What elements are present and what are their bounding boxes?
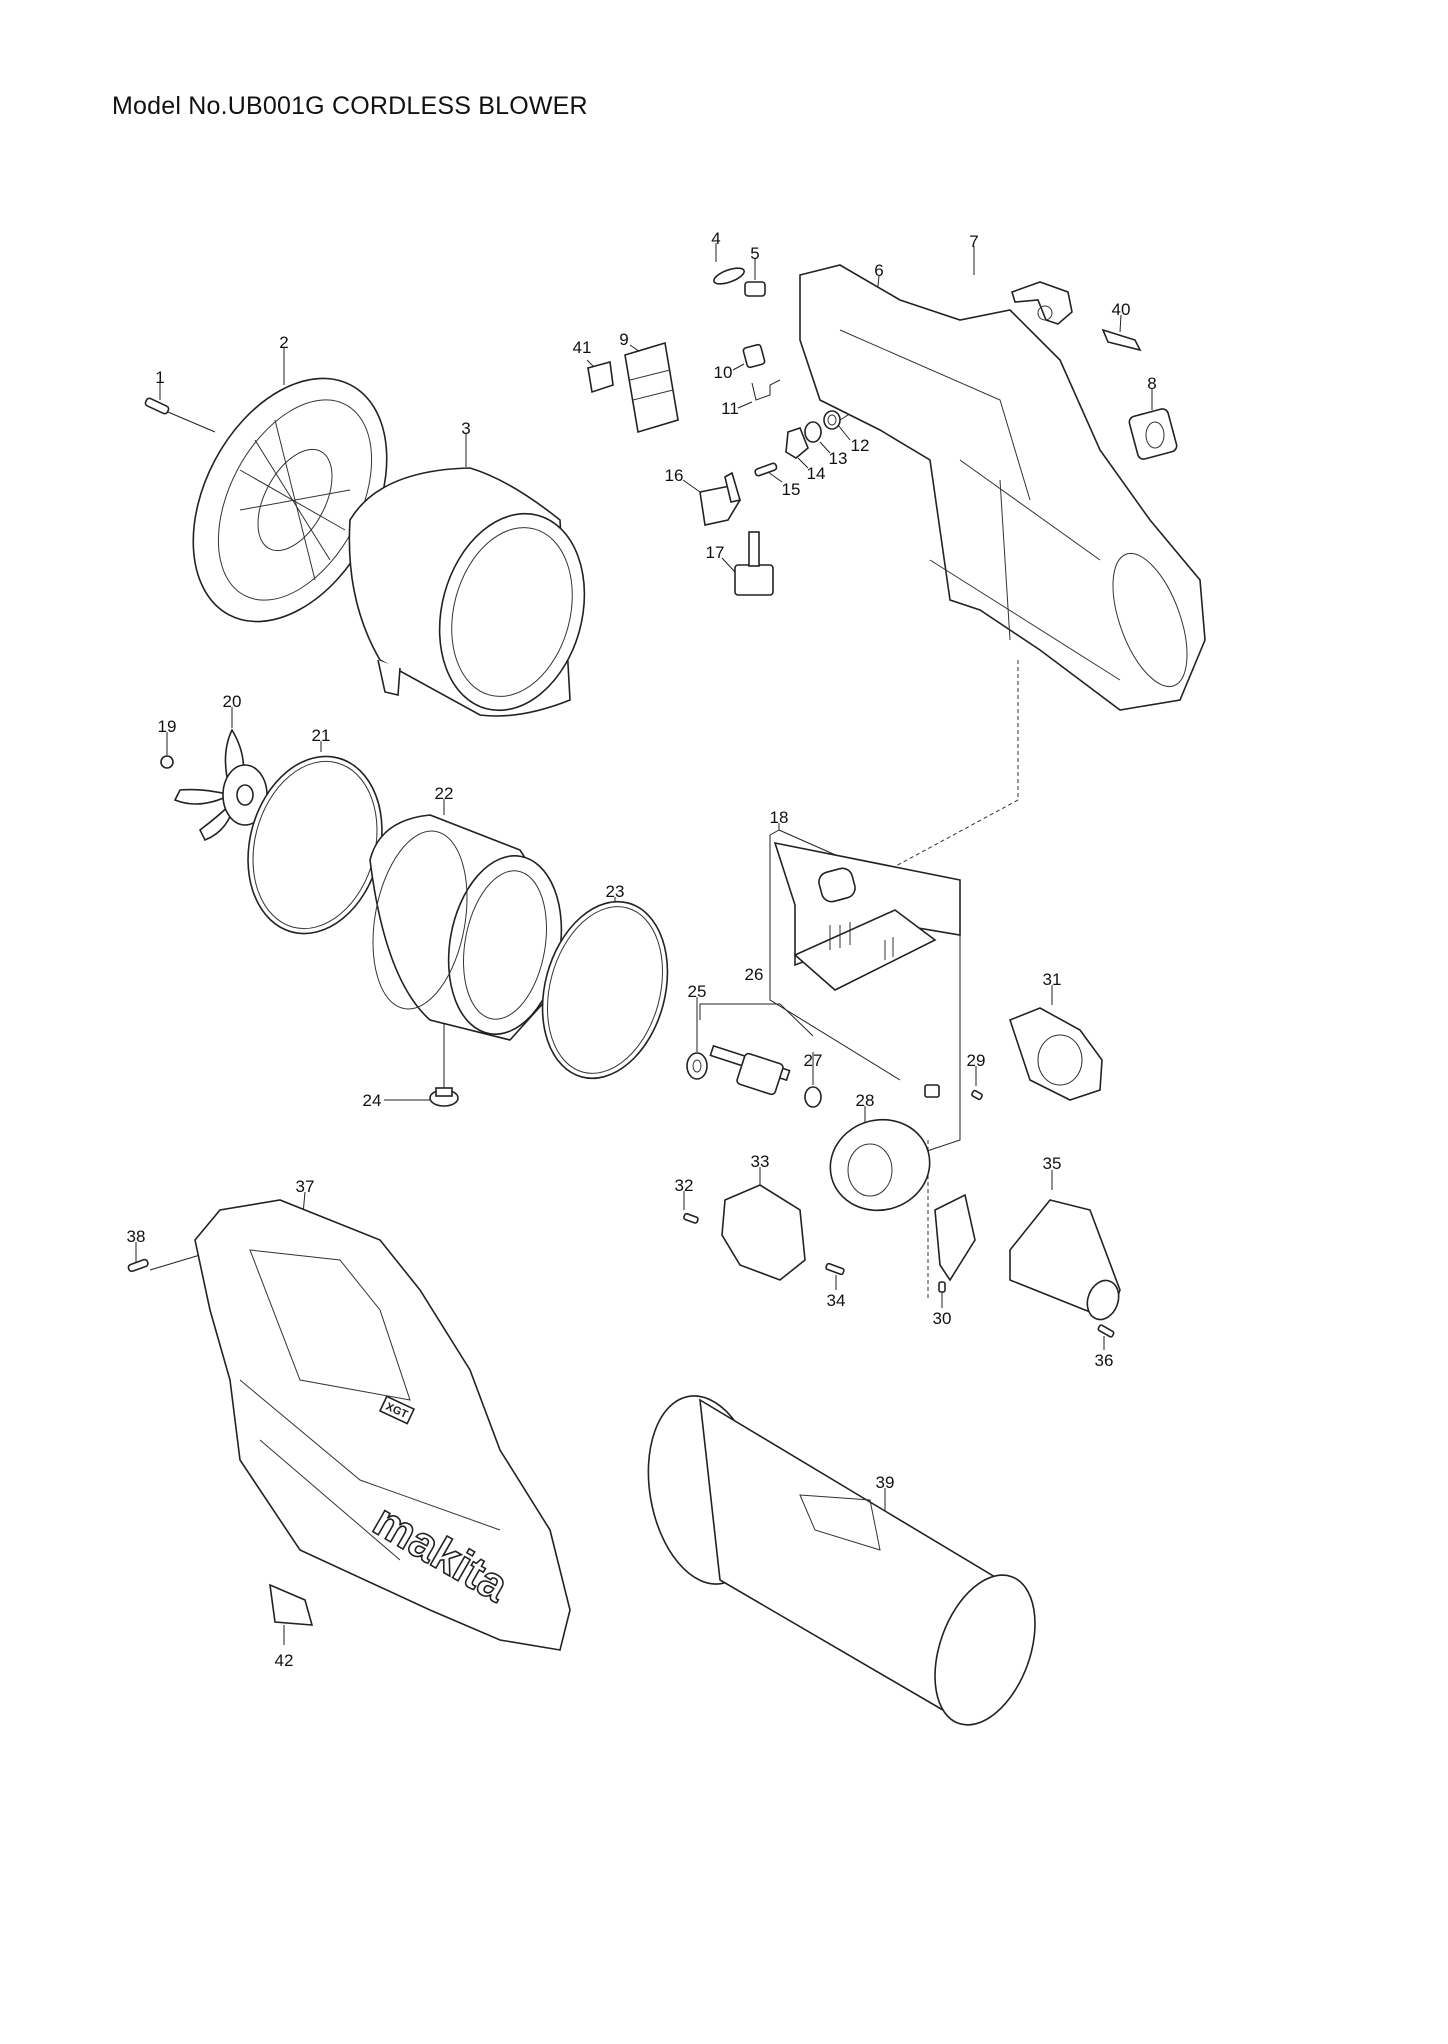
dashed-assembly-line <box>869 660 1019 881</box>
nozzle-cover-35-icon <box>1009 1199 1121 1321</box>
part-label: 2 <box>279 333 288 352</box>
controller-18-icon <box>773 841 961 991</box>
part-label: 42 <box>275 1651 294 1670</box>
part-label: 35 <box>1043 1154 1062 1173</box>
part-label: 20 <box>223 692 242 711</box>
o-ring-13-icon <box>804 421 822 443</box>
xgt-badge <box>378 1395 416 1425</box>
screw-15-icon <box>754 462 778 477</box>
ring-23-icon <box>541 900 669 1080</box>
lever-16-icon <box>699 471 742 526</box>
part-label: 33 <box>751 1152 770 1171</box>
page-title: Model No.UB001G CORDLESS BLOWER <box>112 92 588 120</box>
part-label: 36 <box>1095 1351 1114 1370</box>
fan-housing-22-icon <box>369 814 563 1041</box>
switch-button-8-icon <box>1128 408 1178 460</box>
rotor-26-icon <box>709 1044 791 1096</box>
part-label: 32 <box>675 1176 694 1195</box>
part-label: 34 <box>827 1291 846 1310</box>
part-label: 37 <box>296 1177 315 1196</box>
part-label: 19 <box>158 717 177 736</box>
leaf-spring-11-icon <box>751 379 781 401</box>
fan-20-icon <box>173 728 268 842</box>
screw-30-icon <box>938 1281 946 1293</box>
rubber-foot-24-icon <box>429 1087 459 1107</box>
part-label: 26 <box>745 965 764 984</box>
part-label: 24 <box>363 1091 382 1110</box>
part-label: 13 <box>829 449 848 468</box>
part-label: 8 <box>1147 374 1156 393</box>
part-label: 16 <box>665 466 684 485</box>
motor-bracket-33-icon <box>721 1184 806 1281</box>
housing-37-icon: makita XGT <box>194 1199 571 1651</box>
part-label: 12 <box>851 436 870 455</box>
controller-9-icon <box>624 341 679 434</box>
housing-6-icon <box>799 264 1206 711</box>
part-label: 9 <box>619 330 628 349</box>
part-label: 15 <box>782 480 801 499</box>
part-label: 38 <box>127 1227 146 1246</box>
part-label: 6 <box>874 261 883 280</box>
part-label: 25 <box>688 982 707 1001</box>
part-label: 4 <box>711 229 720 248</box>
bearing-25-icon <box>686 1052 708 1080</box>
part-label: 31 <box>1043 970 1062 989</box>
air-duct-3-icon <box>348 467 586 717</box>
label-42-icon <box>269 1583 314 1626</box>
screw-36-icon <box>1097 1324 1115 1338</box>
part-label: 10 <box>714 363 733 382</box>
terminal-29-icon <box>924 1084 983 1101</box>
ring-12-icon <box>823 410 841 430</box>
label-40-icon <box>1101 328 1142 352</box>
part-label: 7 <box>969 232 978 251</box>
screw-1-icon <box>144 397 170 415</box>
part-label: 18 <box>770 808 789 827</box>
part-label: 27 <box>804 1051 823 1070</box>
part-label: 23 <box>606 882 625 901</box>
part-label: 5 <box>750 244 759 263</box>
switch-17-icon <box>734 531 774 596</box>
part-label: 21 <box>312 726 331 745</box>
plate-icon <box>934 1193 976 1282</box>
nut-19-icon <box>160 755 174 769</box>
part-label: 1 <box>155 368 164 387</box>
brush-holder-31-icon <box>1009 1007 1103 1101</box>
lock-cam-14-icon <box>785 427 809 459</box>
microswitch-10-icon <box>742 343 766 369</box>
part-labels: 1 2 3 4 5 6 7 8 9 10 11 12 13 14 15 16 1… <box>127 229 1157 1670</box>
stator-28-icon <box>829 1118 931 1212</box>
part-label: 11 <box>721 399 739 418</box>
part-label: 29 <box>967 1051 986 1070</box>
knob-7-icon <box>1011 281 1073 325</box>
screw-32-icon <box>683 1212 699 1224</box>
ring-21-icon <box>247 755 383 935</box>
part-label: 22 <box>435 784 454 803</box>
bearing-27-icon <box>804 1086 822 1108</box>
part-label: 14 <box>807 464 826 483</box>
screw-38-icon <box>127 1258 149 1273</box>
screw-34-icon <box>825 1262 845 1276</box>
part-label: 39 <box>876 1473 895 1492</box>
part-label: 28 <box>856 1091 875 1110</box>
part-label: 40 <box>1112 300 1131 319</box>
ring-4-icon <box>713 267 745 285</box>
part-label: 30 <box>933 1309 952 1328</box>
part-5-icon <box>744 281 766 297</box>
label-41-icon <box>587 360 614 394</box>
part-label: 41 <box>573 338 592 357</box>
part-label: 3 <box>461 419 470 438</box>
part-label: 17 <box>706 543 725 562</box>
nozzle-39-icon <box>647 1395 1036 1726</box>
